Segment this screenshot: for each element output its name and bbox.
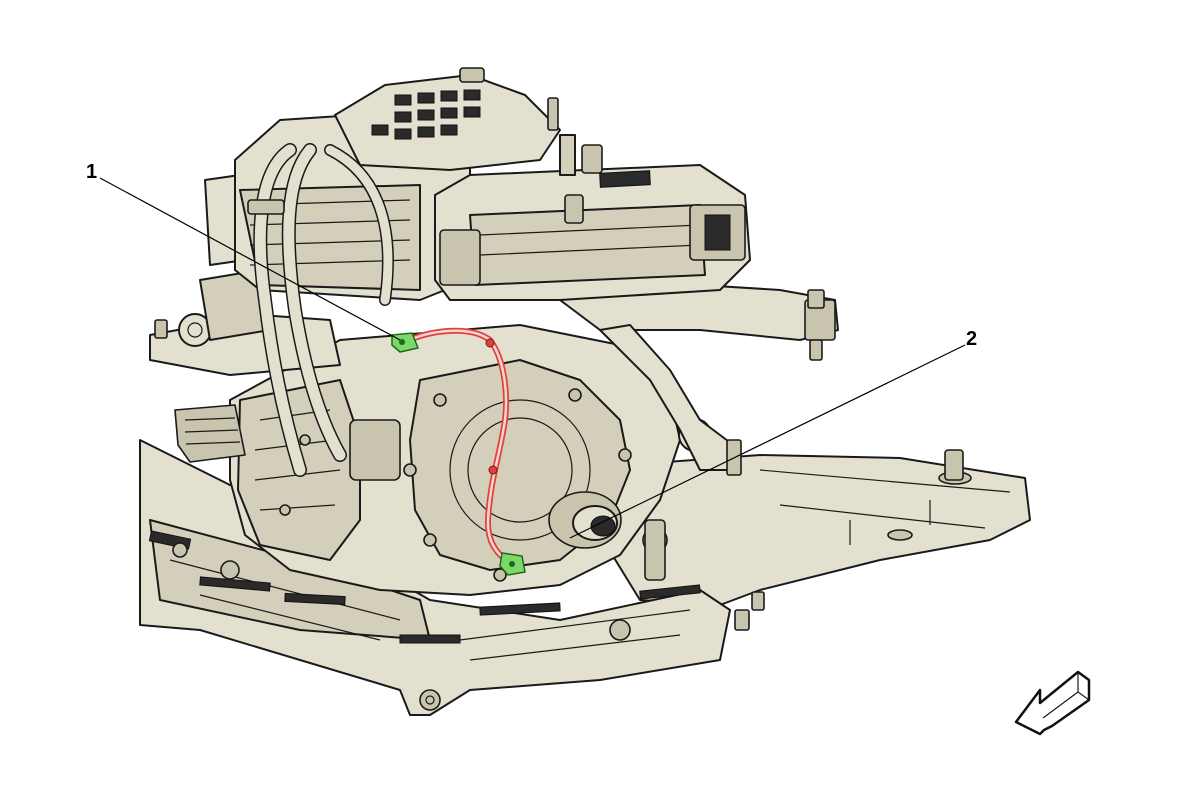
front-direction-arrow-icon bbox=[1014, 670, 1091, 736]
callout-1: 1 bbox=[86, 161, 401, 341]
power-electronics-module bbox=[234, 67, 751, 301]
callout-1-label: 1 bbox=[86, 161, 97, 183]
lid-connector-grid bbox=[371, 89, 481, 140]
hose-clip-upper bbox=[391, 332, 420, 353]
callout-2: 2 bbox=[569, 328, 977, 539]
frame-grating bbox=[148, 530, 701, 644]
right-bracket-arm bbox=[559, 284, 839, 476]
case-bolts bbox=[279, 388, 632, 582]
coolant-hoses-left bbox=[247, 143, 394, 477]
output-shaft bbox=[548, 491, 622, 549]
callout-2-leader bbox=[569, 344, 966, 539]
callout-1-leader bbox=[99, 177, 401, 341]
hose-clip-lower bbox=[499, 552, 526, 576]
callout-2-label: 2 bbox=[966, 328, 977, 350]
highlighted-vent-hose bbox=[402, 327, 518, 568]
